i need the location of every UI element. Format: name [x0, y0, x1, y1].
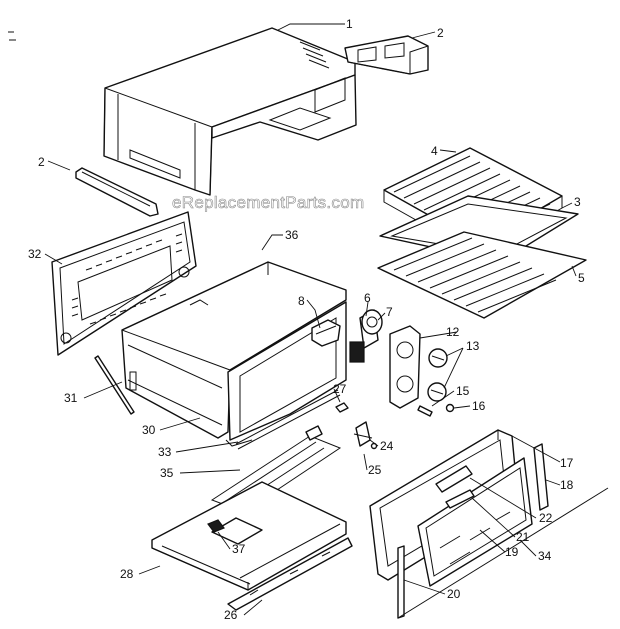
part-foot	[207, 519, 225, 533]
callout-28: 28	[120, 567, 134, 581]
part-back-panel	[51, 211, 197, 356]
part-side-strip	[533, 443, 549, 511]
callout-7: 7	[386, 305, 393, 319]
callout-2-upper: 2	[437, 26, 444, 40]
callout-1: 1	[346, 17, 353, 31]
part-15	[417, 405, 433, 417]
part-heating-element	[235, 389, 341, 450]
callout-24: 24	[380, 439, 394, 453]
callout-27: 27	[333, 382, 347, 396]
part-16	[445, 403, 455, 413]
callout-25: 25	[368, 463, 382, 477]
callout-5: 5	[578, 271, 585, 285]
part-wire-rack	[377, 231, 587, 319]
part-outer-cover	[103, 27, 357, 196]
callout-8: 8	[298, 294, 305, 308]
part-27	[335, 402, 349, 413]
callout-32: 32	[28, 247, 42, 261]
callout-26: 26	[224, 608, 238, 622]
ground-line	[397, 487, 609, 619]
callout-37: 37	[232, 542, 246, 556]
part-knob-shaft	[361, 309, 383, 335]
callout-18: 18	[560, 478, 574, 492]
callout-16: 16	[472, 399, 486, 413]
callout-4: 4	[431, 144, 438, 158]
part-crumb-tray	[151, 481, 347, 591]
part-door-handle	[435, 465, 475, 509]
callout-2-left: 2	[38, 155, 45, 169]
callout-15: 15	[456, 384, 470, 398]
part-heater-bracket	[311, 319, 341, 347]
callout-12: 12	[446, 325, 460, 339]
part-handle-bracket-upper	[344, 35, 429, 75]
callout-35: 35	[160, 466, 174, 480]
margin-mark	[8, 31, 16, 41]
callout-30: 30	[142, 423, 156, 437]
callout-33: 33	[158, 445, 172, 459]
part-rail-left	[75, 167, 159, 217]
callout-labels: 1 2 2 3 4 5 6 7 8 12 13 15 16 17 18 19 2…	[28, 17, 585, 622]
callout-3: 3	[574, 195, 581, 209]
part-latch-24	[353, 421, 373, 447]
part-hinge-rod	[397, 545, 405, 619]
callout-36: 36	[285, 228, 299, 242]
watermark-text: eReplacementParts.com	[172, 193, 364, 212]
callout-13: 13	[466, 339, 480, 353]
callout-6: 6	[364, 291, 371, 305]
part-door-glass	[417, 457, 533, 587]
callout-34: 34	[538, 549, 552, 563]
callout-19: 19	[505, 545, 519, 559]
callout-22: 22	[539, 511, 553, 525]
part-bottom-plate	[227, 537, 353, 611]
callout-31: 31	[64, 391, 78, 405]
part-knobs	[427, 348, 448, 402]
callout-21: 21	[516, 530, 530, 544]
leader-lines	[44, 23, 577, 616]
part-control-panel	[389, 325, 421, 409]
callout-17: 17	[560, 456, 574, 470]
callout-20: 20	[447, 587, 461, 601]
